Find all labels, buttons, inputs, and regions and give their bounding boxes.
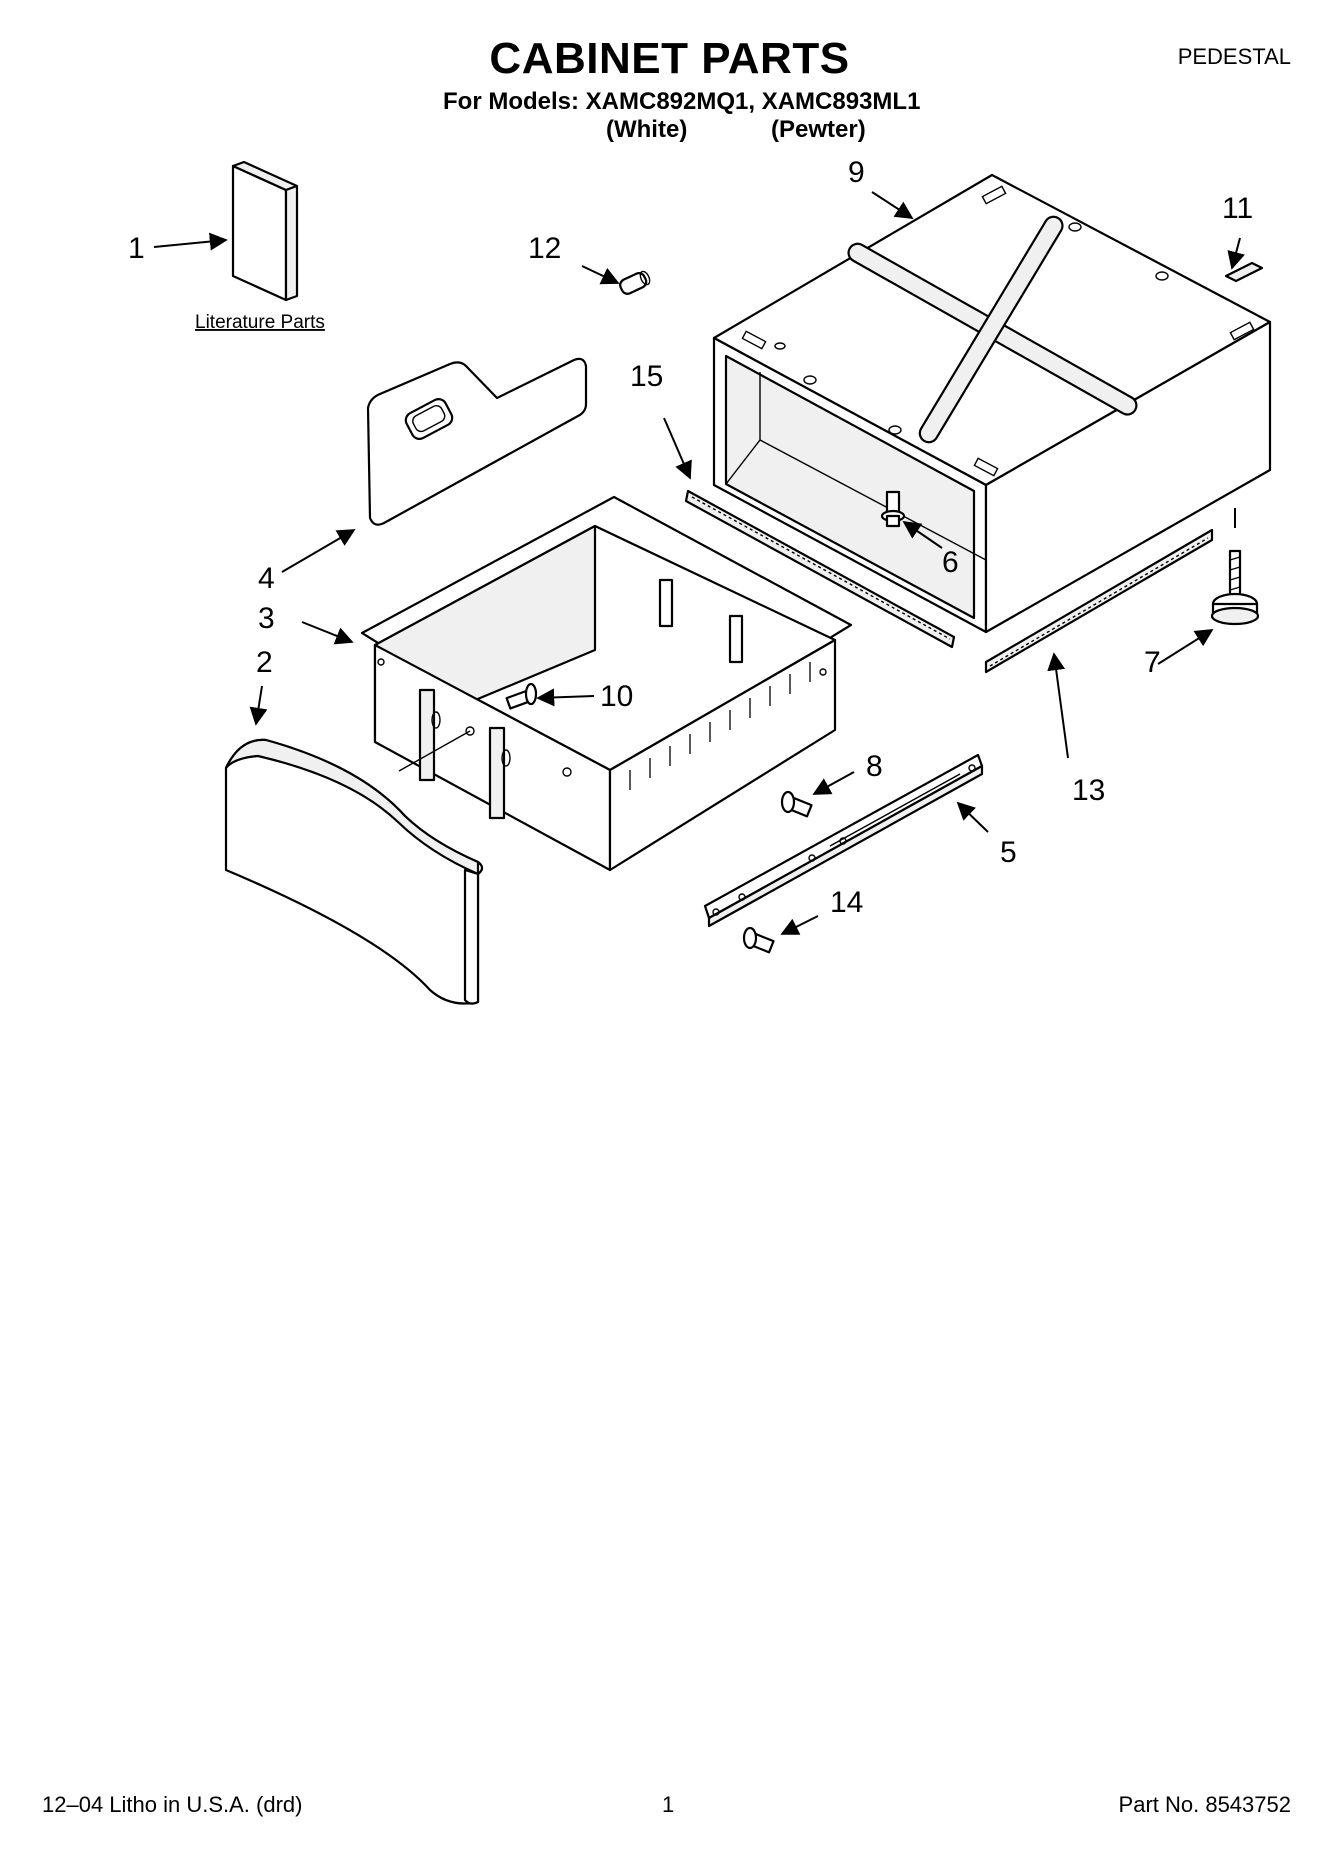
part-screw-6 [880,490,906,528]
part-literature [231,160,299,302]
part-front-strip [684,489,956,649]
footer-litho: 12–04 Litho in U.S.A. (drd) [42,1792,303,1817]
page-title: CABINET PARTS [489,34,850,83]
part-slide-rail [703,753,984,928]
callout-14: 14 [830,886,863,919]
models-line: For Models: XAMC892MQ1, XAMC893ML1 [443,88,921,115]
part-screw-8 [780,790,813,818]
variant-white: (White) [606,116,688,143]
part-drawer-front [224,738,484,1005]
page-number: 1 [662,1792,675,1817]
callout-1: 1 [128,232,145,265]
part-cabinet-box [712,173,1272,634]
callout-12: 12 [528,232,561,265]
part-pad [1224,261,1264,283]
callout-15: 15 [630,360,663,393]
variant-pewter: (Pewter) [771,116,866,143]
callout-13: 13 [1072,774,1105,807]
callout-10: 10 [600,680,633,713]
callout-8: 8 [866,750,883,783]
callout-4: 4 [258,562,275,595]
part-side-strip [984,528,1214,674]
part-number: Part No. 8543752 [1118,1792,1291,1817]
part-plug [619,270,651,295]
part-screw-10 [505,682,538,710]
callout-6: 6 [942,546,959,579]
callout-9: 9 [848,156,865,189]
section-label: PEDESTAL [1177,44,1291,69]
part-divider [366,357,588,526]
callout-7: 7 [1144,646,1161,679]
callout-2: 2 [256,646,273,679]
callout-3: 3 [258,602,275,635]
part-drawer-basket [360,495,853,872]
part-leveling-leg [1210,508,1260,626]
callout-11: 11 [1222,192,1253,225]
part-screw-14 [742,926,775,954]
leader-arrows [153,191,1245,935]
literature-parts-label: Literature Parts [195,312,325,333]
callout-5: 5 [1000,836,1017,869]
